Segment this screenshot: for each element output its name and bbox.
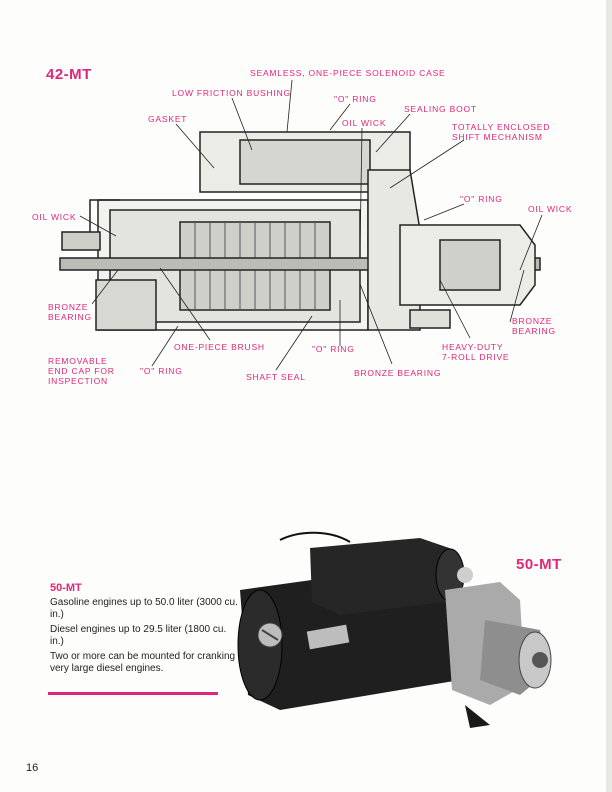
page-edge — [606, 0, 612, 792]
spec-gasoline: Gasoline engines up to 50.0 liter (3000 … — [50, 597, 238, 620]
model-title-42mt: 42-MT — [46, 66, 92, 83]
label-bronze-bearing-left-2: BEARING — [48, 312, 92, 322]
label-bronze-bearing-right-2: BEARING — [512, 326, 556, 336]
label-enclosed-shift-2: SHIFT MECHANISM — [452, 132, 543, 142]
spec-multiple: Two or more can be mounted for cranking … — [50, 651, 236, 674]
label-heavy-duty-1: HEAVY-DUTY — [442, 342, 504, 352]
label-bronze-bearing-left-1: BRONZE — [48, 302, 89, 312]
label-sealing-boot: SEALING BOOT — [404, 104, 477, 114]
label-oil-wick-right: OIL WICK — [528, 204, 573, 214]
label-gasket: GASKET — [148, 114, 188, 124]
label-end-cap-2: END CAP FOR — [48, 366, 115, 376]
label-o-ring-bottom: "O" RING — [140, 366, 183, 376]
label-solenoid-case: SEAMLESS, ONE-PIECE SOLENOID CASE — [250, 68, 446, 78]
photo-model-label: 50-MT — [516, 556, 562, 573]
label-bronze-bearing-bottom: BRONZE BEARING — [354, 368, 442, 378]
label-oil-wick-left: OIL WICK — [32, 212, 77, 222]
accent-rule — [48, 692, 218, 695]
label-end-cap-1: REMOVABLE — [48, 356, 108, 366]
label-o-ring-top: "O" RING — [334, 94, 377, 104]
label-heavy-duty-2: 7-ROLL DRIVE — [442, 352, 510, 362]
label-low-friction-bushing: LOW FRICTION BUSHING — [172, 88, 291, 98]
spec-block: 50-MT Gasoline engines up to 50.0 liter … — [50, 582, 240, 678]
label-shaft-seal: SHAFT SEAL — [246, 372, 306, 382]
starter-50mt-photo — [237, 531, 552, 728]
label-end-cap-3: INSPECTION — [48, 376, 108, 386]
label-o-ring-right: "O" RING — [460, 194, 503, 204]
label-o-ring-mid: "O" RING — [312, 344, 355, 354]
spec-diesel: Diesel engines up to 29.5 liter (1800 cu… — [50, 624, 227, 647]
label-one-piece-brush: ONE-PIECE BRUSH — [174, 342, 265, 352]
label-oil-wick-top: OIL WICK — [342, 118, 387, 128]
label-bronze-bearing-right-1: BRONZE — [512, 316, 553, 326]
page-number: 16 — [26, 762, 39, 774]
spec-title: 50-MT — [50, 582, 82, 594]
label-enclosed-shift-1: TOTALLY ENCLOSED — [452, 122, 551, 132]
